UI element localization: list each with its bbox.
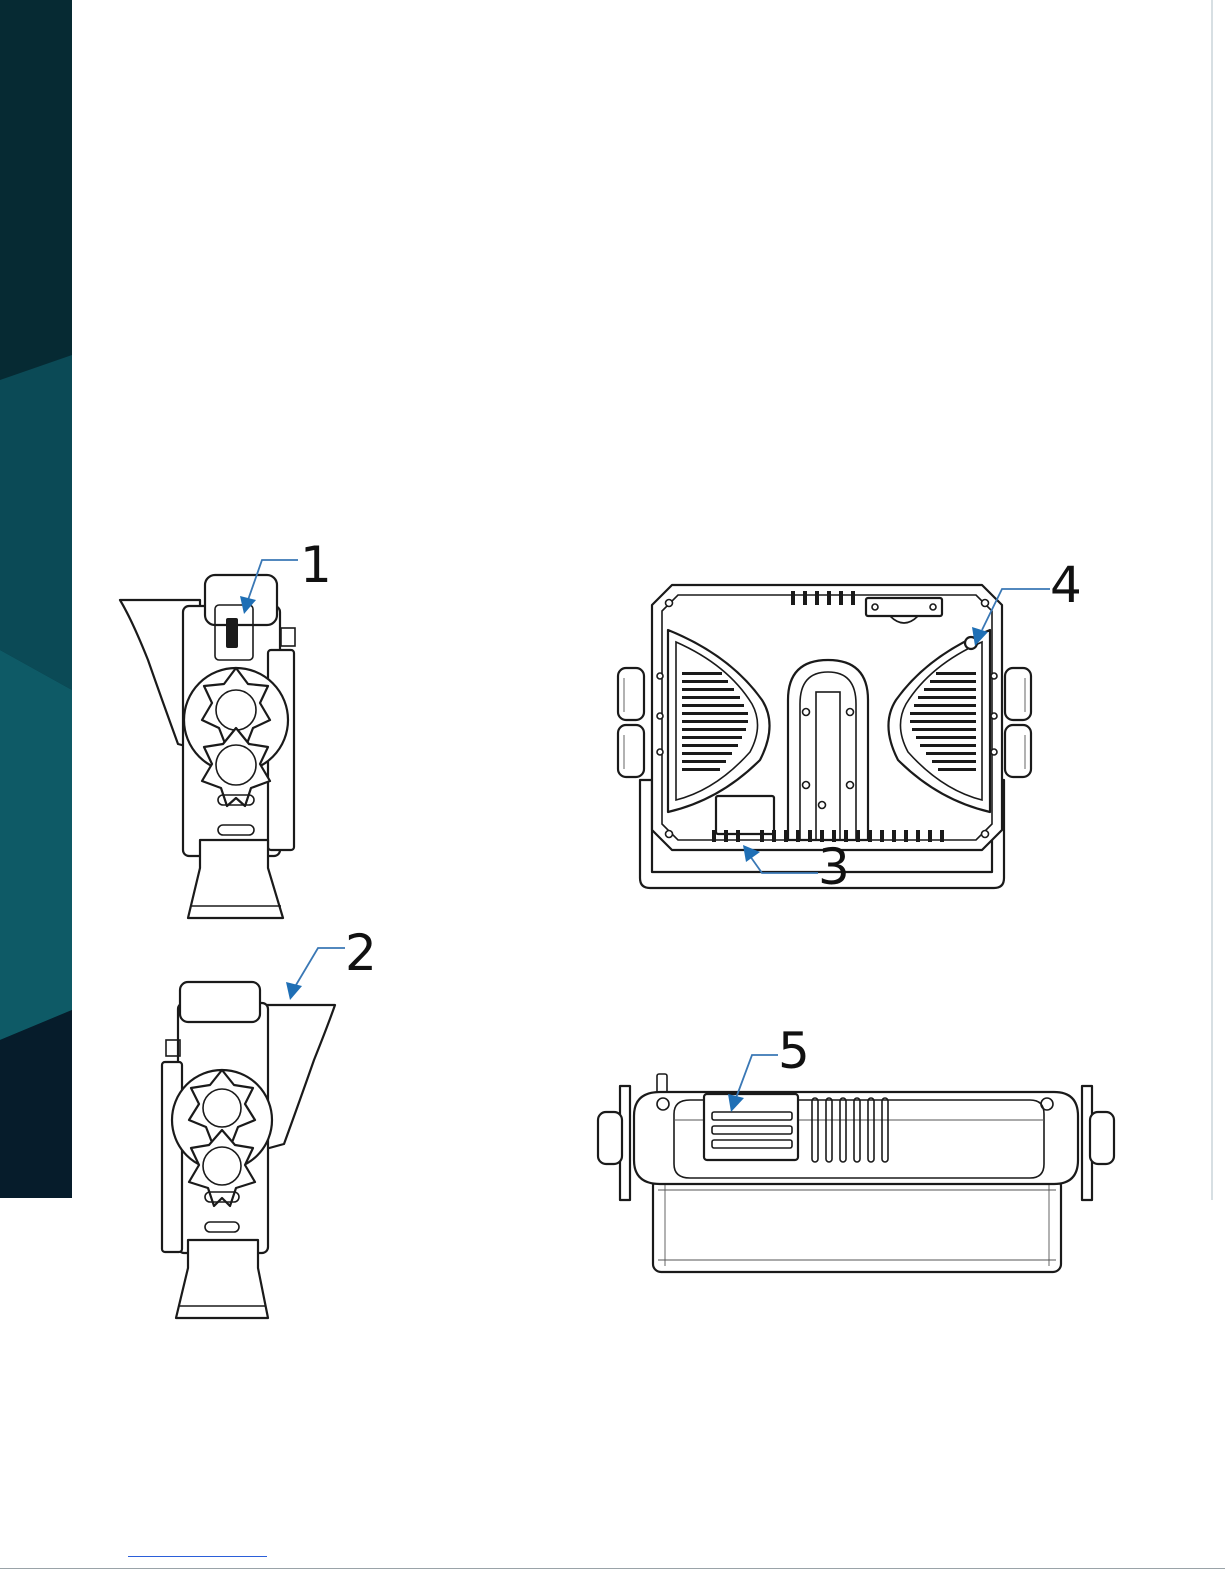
callout-2: 2 — [286, 924, 377, 1000]
side-view-with-visor — [120, 575, 295, 918]
callout-label-4: 4 — [1050, 556, 1082, 614]
top-view — [598, 1074, 1114, 1272]
callout-label-3: 3 — [818, 838, 850, 896]
callout-label-1: 1 — [300, 536, 332, 594]
callout-label-2: 2 — [345, 924, 377, 982]
callout-label-5: 5 — [778, 1022, 810, 1080]
side-view-visor-flipped — [162, 982, 335, 1318]
rear-panel-cover — [704, 1094, 798, 1160]
